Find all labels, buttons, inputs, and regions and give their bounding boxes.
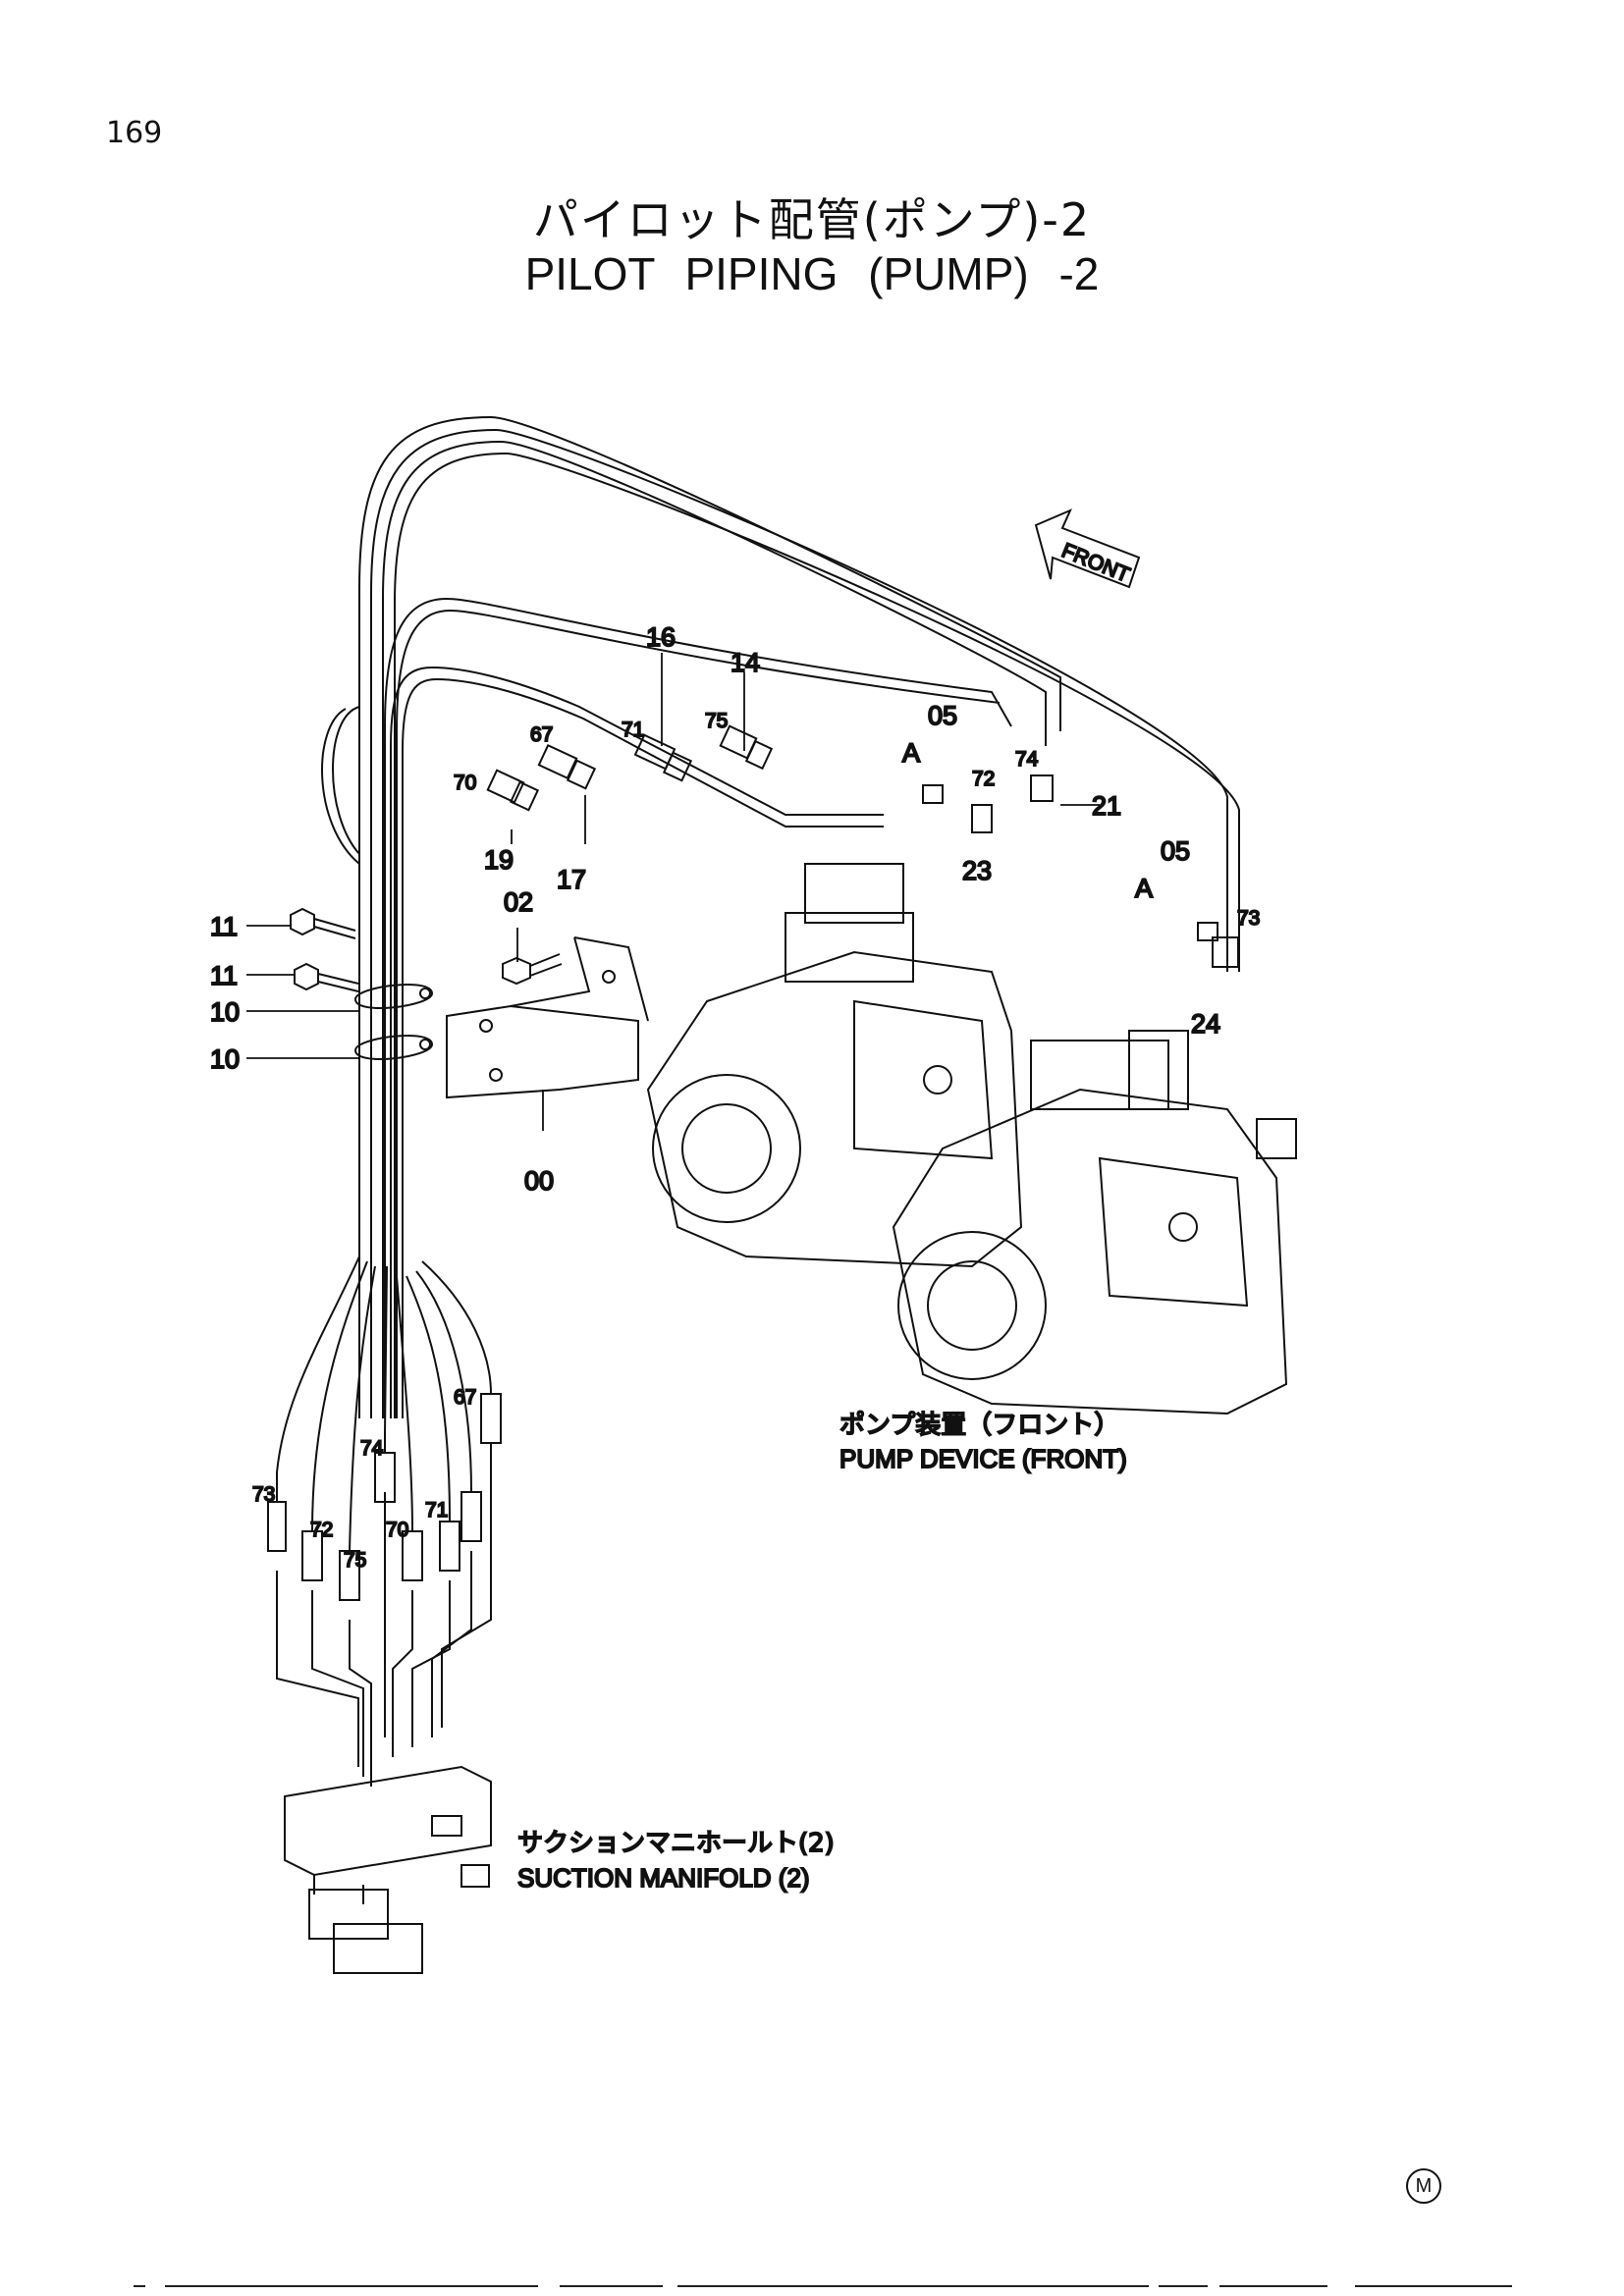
callout-70-upper: 70	[454, 772, 476, 794]
callout-11-lower: 11	[210, 961, 238, 990]
callout-02: 02	[504, 887, 533, 917]
callout-05-lower: 05	[1161, 836, 1190, 866]
callout-72-lower: 72	[310, 1519, 333, 1541]
callout-11-upper: 11	[210, 912, 238, 941]
callout-17: 17	[557, 865, 586, 894]
callout-23: 23	[962, 856, 992, 885]
callout-71-lower: 71	[425, 1499, 448, 1522]
callout-74-upper: 74	[1015, 748, 1039, 771]
callout-75-upper: 75	[705, 710, 728, 732]
callout-72-upper: 72	[972, 768, 995, 790]
footer-rule-5	[1159, 2285, 1208, 2287]
clamps	[353, 984, 434, 1060]
pipe-bundle	[321, 415, 1240, 1418]
bracket	[446, 936, 649, 1099]
page-title-english: PILOT PIPING (PUMP) -2	[524, 248, 1100, 299]
callout-05-upper: 05	[928, 701, 957, 730]
callout-70-lower: 70	[386, 1519, 408, 1541]
bolt-02	[502, 953, 563, 986]
suction-manifold	[284, 1765, 492, 1974]
callout-10-upper: 10	[210, 997, 240, 1027]
footer-rule-1	[134, 2285, 145, 2287]
pump-device-front	[892, 1030, 1297, 1415]
footer-rule-6	[1219, 2285, 1327, 2287]
callout-73-lower: 73	[252, 1483, 275, 1506]
lower-pipe-branches	[276, 1255, 492, 1787]
bolt-11-upper	[290, 907, 356, 939]
page-number: 169	[106, 116, 163, 150]
pump-device-rear	[646, 863, 1023, 1268]
footer-rule-7	[1355, 2285, 1512, 2287]
callout-24: 24	[1191, 1009, 1220, 1039]
callout-67-upper: 67	[530, 723, 553, 746]
page-title-japanese: パイロット配管(ポンプ)-2	[532, 193, 1092, 246]
callout-19: 19	[484, 845, 514, 875]
callout-71-upper: 71	[622, 719, 644, 741]
callout-73-upper: 73	[1237, 907, 1260, 930]
pump-device-label-japanese: ポンプ装置（フロント）	[839, 1411, 1119, 1440]
front-arrow-label: FRONT	[1058, 539, 1133, 586]
corner-mark: M	[1406, 2168, 1441, 2204]
bolt-11-lower	[294, 962, 359, 992]
callout-75-lower: 75	[344, 1549, 366, 1572]
footer-rule-4	[677, 2285, 1149, 2287]
suction-manifold-label-english: SUCTION MANIFOLD (2)	[517, 1863, 810, 1893]
suction-manifold-label-japanese: サクションマニホールト(2)	[517, 1829, 835, 1858]
front-arrow	[1034, 508, 1141, 589]
footer-rule-3	[560, 2285, 663, 2287]
callout-74-lower: 74	[360, 1437, 384, 1460]
pump-device-label-english: PUMP DEVICE (FRONT)	[839, 1444, 1127, 1473]
callout-21: 21	[1092, 791, 1121, 821]
callout-67-lower: 67	[454, 1386, 476, 1409]
callout-14: 14	[731, 648, 760, 677]
callout-10-lower: 10	[210, 1044, 240, 1074]
callout-16: 16	[646, 622, 676, 652]
upper-fittings	[486, 724, 1239, 968]
callout-00: 00	[524, 1166, 554, 1196]
part-callouts: 16 14 67 71 75 70 19 17 02 05 A 72 74 21…	[209, 621, 1261, 1573]
callout-A-upper: A	[902, 738, 920, 768]
leader-lines	[246, 653, 1100, 1131]
lower-fittings	[267, 1393, 502, 1601]
footer-rule-2	[165, 2285, 538, 2287]
callout-A-lower: A	[1135, 874, 1153, 903]
